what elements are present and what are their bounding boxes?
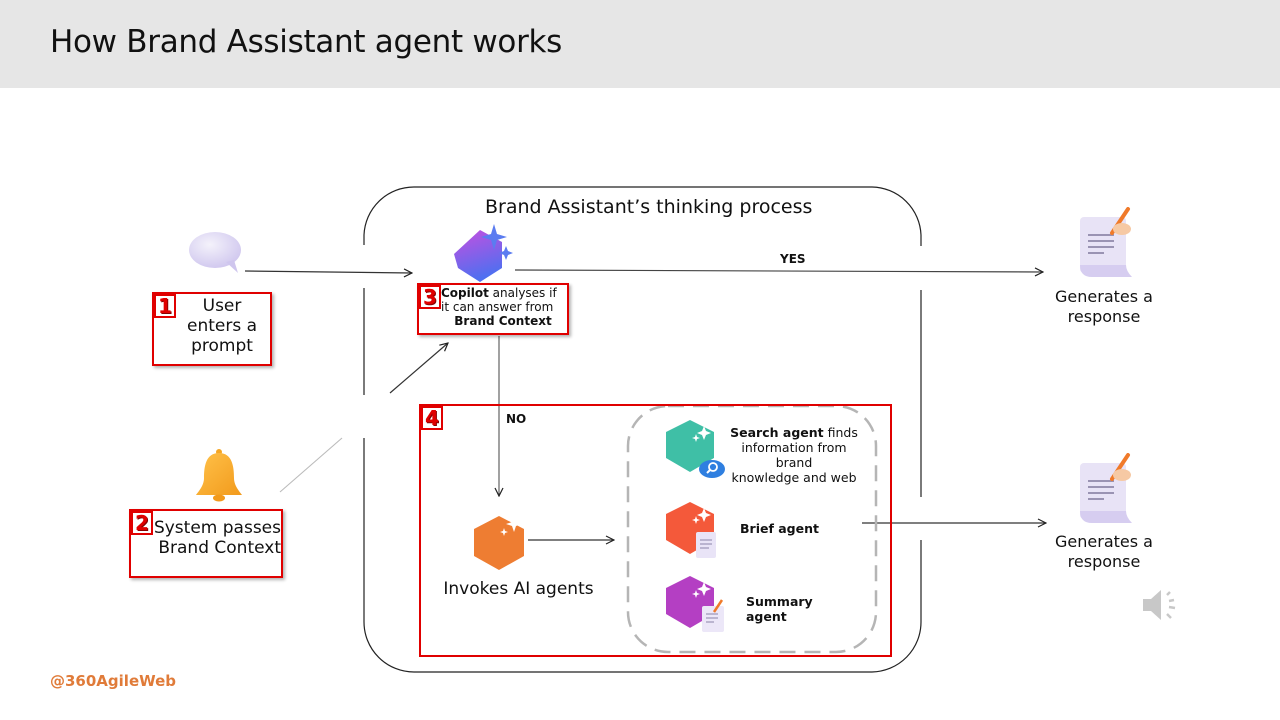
step-3-box: 3 Copilot analyses if it can answer from… — [417, 283, 569, 335]
invoke-agents-label: Invokes AI agents — [443, 579, 594, 599]
document-pencil-icon — [1080, 453, 1132, 523]
search-agent-desc: knowledge and web — [731, 470, 857, 485]
speaker-icon[interactable] — [1140, 585, 1186, 625]
step-2-line: System passes — [153, 518, 281, 538]
slide-header: How Brand Assistant agent works — [0, 0, 1280, 88]
search-agent-desc: finds — [823, 425, 858, 440]
step-2-text: System passes Brand Context — [153, 518, 281, 558]
search-agent-name: Search agent — [730, 425, 824, 440]
step-3-number: 3 — [419, 285, 441, 309]
yes-label: YES — [780, 252, 806, 266]
step-1-box: 1 User enters a prompt — [152, 292, 272, 366]
ai-agent-hexagon-icon — [474, 516, 524, 570]
output-2-text: Generates a response — [1044, 532, 1164, 572]
search-agent-line-1: Search agent finds — [722, 425, 866, 440]
step-1-number: 1 — [154, 294, 176, 318]
summary-agent-name: Summary agent — [746, 594, 813, 624]
step-1-line: enters a — [186, 316, 258, 336]
search-agent-icon — [666, 420, 725, 478]
step-3-line-2: it can answer from — [441, 300, 554, 314]
step-2-number: 2 — [131, 511, 153, 535]
step-1-line: prompt — [191, 336, 253, 356]
process-title: Brand Assistant’s thinking process — [485, 196, 813, 218]
search-agent-desc: information from brand — [741, 440, 847, 470]
step-3-line-1: Copilot analyses if — [441, 286, 565, 300]
step-3-text: Copilot analyses if it can answer from B… — [441, 286, 565, 328]
brief-agent-name: Brief agent — [740, 521, 819, 536]
step-3-bold-lead: Copilot — [441, 286, 489, 300]
speech-bubble-icon — [189, 232, 241, 273]
search-agent-text: Search agent finds information from bran… — [722, 425, 866, 485]
output-1-line: Generates a — [1055, 287, 1153, 306]
step-3-bold-tail: Brand Context — [454, 314, 552, 328]
output-1-text: Generates a response — [1044, 287, 1164, 327]
arrow-yes-to-response — [514, 270, 1043, 272]
step-2-box: 2 System passes Brand Context — [129, 509, 283, 578]
copilot-icon — [454, 224, 513, 282]
arrow-context-to-copilot-upper — [389, 343, 448, 394]
output-2-line: Generates a — [1055, 532, 1153, 551]
bell-icon — [196, 449, 242, 502]
step-2-line: Brand Context — [158, 538, 281, 558]
footer-handle: @360AgileWeb — [50, 672, 177, 690]
step-1-line: User — [202, 296, 242, 316]
document-pencil-icon — [1080, 207, 1132, 277]
no-label: NO — [506, 412, 527, 426]
output-1-line: response — [1067, 307, 1141, 326]
arrow-context-to-copilot — [279, 437, 343, 493]
step-4-number: 4 — [421, 406, 443, 430]
brief-agent-icon — [666, 502, 716, 558]
summary-agent-icon — [666, 576, 724, 632]
step-1-text: User enters a prompt — [174, 296, 270, 356]
step-3-after-lead: analyses if — [488, 286, 557, 300]
arrow-prompt-to-copilot — [244, 271, 412, 273]
step-4-box: 4 — [419, 404, 892, 657]
output-2-line: response — [1067, 552, 1141, 571]
slide-title: How Brand Assistant agent works — [50, 24, 563, 60]
